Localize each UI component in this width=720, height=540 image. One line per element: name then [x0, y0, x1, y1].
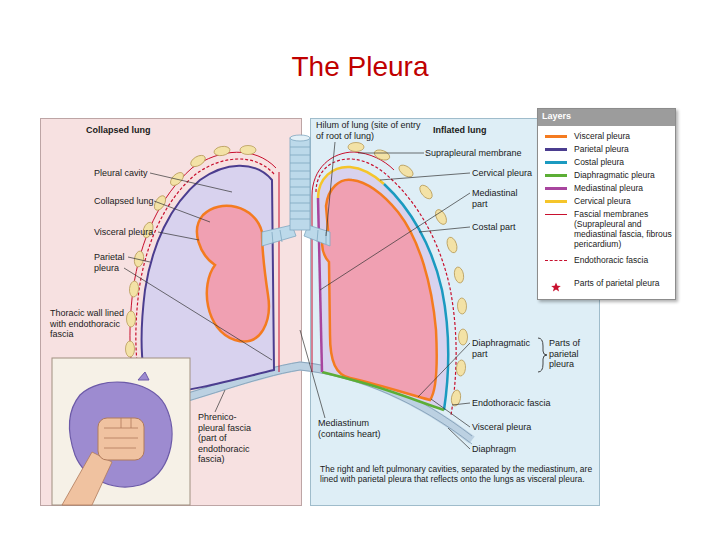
suprapleural-membrane-line — [312, 152, 394, 372]
star-shape — [551, 283, 561, 292]
leader-line — [150, 173, 232, 192]
rib — [445, 236, 459, 254]
callout-label: Endothoracic fascia — [472, 398, 557, 409]
rib — [417, 183, 434, 201]
callout-label: Parts of parietal pleura — [549, 338, 593, 370]
legend-text: Endothoracic fascia — [574, 255, 674, 265]
legend-text: Fascial membranes (Suprapleural and medi… — [574, 209, 674, 249]
callout-label: Mediastinal part — [472, 188, 527, 209]
costal-pleura-line — [384, 184, 448, 410]
leader-line — [418, 343, 470, 397]
leader-line — [358, 153, 424, 154]
callout-label: Suprapleural membrane — [425, 148, 530, 159]
rib — [457, 298, 467, 314]
rib — [453, 266, 465, 283]
rib — [459, 329, 468, 345]
rib — [240, 146, 256, 155]
rib — [133, 250, 145, 267]
pleural-cavity — [318, 167, 448, 410]
legend-line-swatch — [545, 148, 567, 151]
trachea — [262, 135, 330, 246]
balloon-inset — [52, 358, 190, 505]
legend-line-swatch — [545, 161, 567, 164]
rib — [127, 311, 136, 327]
legend-text: Parietal pleura — [574, 144, 674, 154]
rib — [129, 281, 139, 298]
leader-line — [124, 268, 272, 360]
legend-heading: Layers — [542, 111, 622, 122]
legend-line-swatch — [545, 200, 567, 203]
rib — [213, 145, 230, 157]
rib — [348, 143, 364, 152]
figure-caption: The right and left pulmonary cavities, s… — [320, 464, 596, 484]
legend-line-swatch — [545, 174, 567, 177]
callout-label: Parietal pleura — [94, 252, 134, 273]
callout-label: Hilum of lung (site of entry of root of … — [316, 120, 428, 141]
right-thoracic-wall — [312, 143, 468, 416]
trachea-tube — [290, 138, 310, 230]
leader-line — [154, 201, 210, 222]
callout-label: Pleural cavity — [94, 168, 164, 179]
slide-title: The Pleura — [0, 50, 720, 84]
callout-label: Diaphragmatic part — [472, 338, 536, 359]
callout-label: Diaphragm — [472, 444, 557, 455]
callout-label: Visceral pleura — [472, 422, 557, 433]
diaphragmatic-pleura-line — [322, 372, 444, 410]
endothoracic-fascia-line — [316, 159, 456, 415]
callout-label: Mediastinum (contains heart) — [318, 418, 390, 439]
legend-text: Parts of parietal pleura — [574, 278, 674, 288]
legend-text: Mediastinal pleura — [574, 183, 674, 193]
rib — [397, 163, 415, 180]
leader-lines — [124, 142, 470, 449]
rib — [373, 148, 391, 162]
leader-line — [448, 428, 470, 449]
finger-lines — [104, 418, 138, 448]
leader-line — [320, 193, 470, 290]
callout-label: Visceral pleura — [94, 227, 164, 238]
callout-label: Phrenico-pleural fascia (part of endotho… — [198, 412, 262, 465]
leader-line — [300, 330, 325, 418]
callout-label: Cervical pleura — [472, 168, 536, 179]
leader-line — [419, 227, 470, 232]
legend-line-swatch — [545, 214, 567, 216]
trachea-opening — [290, 135, 310, 141]
star-icon — [545, 282, 567, 292]
callout-label: Costal part — [472, 222, 536, 233]
cervical-pleura-line — [318, 167, 384, 198]
legend-text: Costal pleura — [574, 157, 674, 167]
rib — [189, 153, 207, 169]
mediastinal-pleura-line — [318, 198, 322, 372]
rib — [456, 360, 466, 377]
legend-text: Diaphragmatic pleura — [574, 170, 674, 180]
inset-frame — [52, 358, 190, 505]
callout-label: Thoracic wall lined with endothoracic fa… — [50, 308, 134, 340]
leader-line — [431, 399, 470, 427]
rib — [126, 341, 135, 357]
fist — [98, 418, 144, 460]
brace — [538, 338, 547, 372]
legend-text: Visceral pleura — [574, 131, 674, 141]
panel-heading: Inflated lung — [433, 125, 533, 136]
callout-label: Collapsed lung — [94, 196, 164, 207]
legend-text: Cervical pleura — [574, 196, 674, 206]
collapsed-lung-shape — [197, 206, 269, 342]
rib — [433, 208, 448, 226]
legend-line-swatch — [545, 135, 567, 138]
mediastinal-fascia-line — [279, 172, 280, 372]
leader-line — [158, 232, 199, 240]
legend-star — [545, 278, 567, 288]
leader-line — [215, 390, 225, 412]
inflated-lung-shape — [322, 180, 437, 400]
balloon-knot — [138, 372, 149, 380]
leader-line — [452, 403, 470, 405]
leader-line — [326, 142, 335, 236]
cartilage-rings — [272, 147, 326, 244]
legend-dashed-line — [545, 260, 567, 261]
leader-line — [128, 257, 150, 262]
legend-line-swatch — [545, 187, 567, 190]
leader-line — [380, 173, 470, 180]
panel-heading: Collapsed lung — [86, 125, 196, 136]
